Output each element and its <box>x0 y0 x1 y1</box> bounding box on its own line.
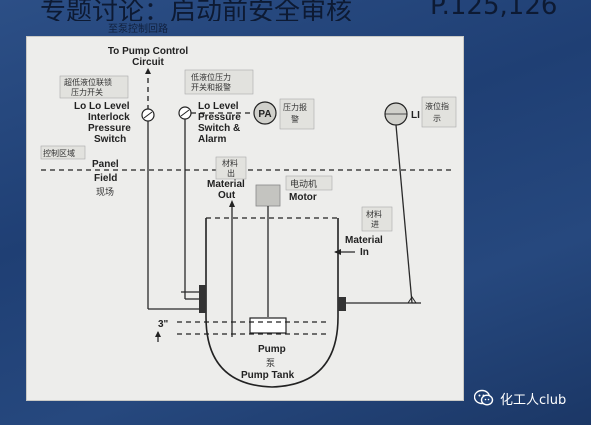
motor-cn: 电动机 <box>290 178 317 190</box>
lolo-cn-2: 压力开关 <box>71 87 103 97</box>
material-out-cn-2: 出 <box>227 168 235 178</box>
lo-label-1: Lo Level <box>198 101 239 112</box>
lolo-cn-1: 超低液位联锁 <box>64 77 112 87</box>
left-nozzle-block <box>199 285 206 313</box>
lolo-label-2: Interlock <box>88 112 130 123</box>
material-out-arrow <box>229 200 235 207</box>
tank-instrumentation-diagram: To Pump Control Circuit 超低液位联锁 压力开关 Lo L… <box>40 46 457 388</box>
lo-switch-mark <box>180 109 190 117</box>
material-in-cn-2: 进 <box>371 220 379 229</box>
li-cn-box <box>421 96 457 128</box>
watermark: 化工人club <box>474 387 566 409</box>
pa-cn-1: 压力报 <box>283 102 307 112</box>
lolo-cn-box <box>59 75 129 99</box>
material-out-cn-1: 材料 <box>222 158 238 168</box>
lo-label-2: Pressure <box>198 112 241 123</box>
pa-cn-box <box>279 98 315 130</box>
material-in-label-2: In <box>360 247 369 258</box>
pump-control-label-1: To Pump Control <box>108 46 189 57</box>
pump-tank-outline <box>205 218 339 388</box>
right-nozzle-block <box>338 297 346 311</box>
slide-page-ref: P.125,126 <box>430 0 558 21</box>
pressure-alarm-icon <box>253 101 277 125</box>
dimension-arrow <box>155 331 161 337</box>
pa-cn-2: 警 <box>291 114 299 124</box>
material-out-cn-box <box>215 156 247 180</box>
control-area-box <box>40 145 86 160</box>
lo-label-4: Alarm <box>198 134 226 145</box>
li-signal-line <box>395 124 413 304</box>
motor-cn-box <box>285 175 333 191</box>
panel-label: Panel <box>92 159 119 170</box>
field-label: Field <box>94 173 117 184</box>
slide-title-text: 专题讨论：启动前安全审核 <box>40 0 353 21</box>
slide-title: 专题讨论：启动前安全审核 P.125,126 <box>40 0 580 21</box>
lolo-label-3: Pressure <box>88 123 131 134</box>
control-area-cn: 控制区域 <box>43 148 75 158</box>
pa-tag: PA <box>258 109 271 120</box>
pump-label: Pump <box>258 344 286 355</box>
motor-block <box>255 184 281 207</box>
pump-cn: 泵 <box>266 358 275 369</box>
pump-control-label-2: Circuit <box>132 57 164 68</box>
wechat-icon <box>474 389 494 406</box>
material-out-label-1: Material <box>207 179 245 190</box>
diagram-photo: To Pump Control Circuit 超低液位联锁 压力开关 Lo L… <box>27 37 463 400</box>
li-tag: LI <box>411 110 420 121</box>
lolo-switch-mark <box>143 111 153 119</box>
slide-note: 至泵控制回路 <box>108 24 168 35</box>
field-cn: 现场 <box>96 187 114 198</box>
pump-impeller <box>249 317 287 334</box>
lolo-label-4: Switch <box>94 134 126 145</box>
lo-cn-1: 低液位压力 <box>191 72 231 82</box>
lo-cn-2: 开关和报警 <box>191 82 231 92</box>
dimension-label: 3" <box>158 319 169 330</box>
motor-label: Motor <box>289 192 317 203</box>
li-cn-2: 示 <box>433 114 441 123</box>
watermark-text: 化工人club <box>500 392 567 408</box>
material-in-cn-box <box>361 206 393 232</box>
li-cn-1: 液位指 <box>425 101 449 111</box>
lo-cn-box <box>184 69 254 95</box>
material-out-label-2: Out <box>218 190 236 201</box>
material-in-label-1: Material <box>345 235 383 246</box>
material-in-cn-1: 材料 <box>366 209 382 219</box>
pump-tank-label: Pump Tank <box>241 370 295 381</box>
lolo-label-1: Lo Lo Level <box>74 101 130 112</box>
pump-control-arrow <box>145 68 151 74</box>
lo-label-3: Switch & <box>198 123 240 134</box>
